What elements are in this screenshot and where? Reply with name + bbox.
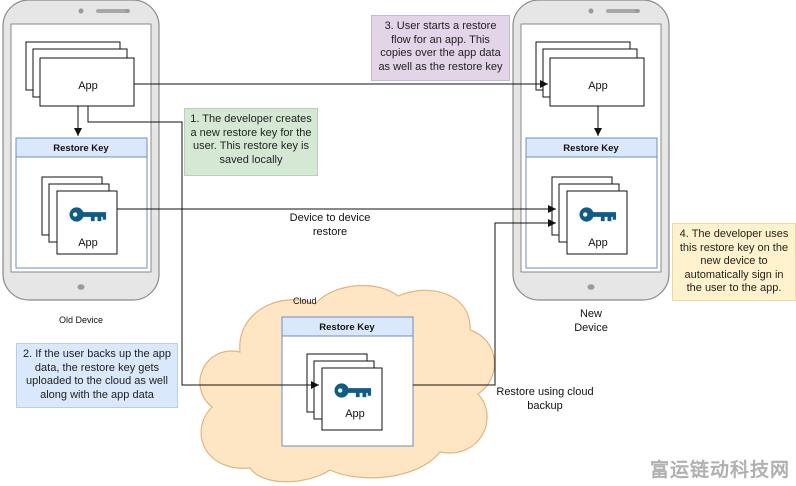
- edge-cloud-restore: [413, 219, 556, 386]
- old-restore-key-container: Restore Key App: [15, 137, 148, 269]
- old-restore-key-header: Restore Key: [53, 143, 109, 154]
- edge-backup-to-cloud: [87, 106, 319, 389]
- connectors: [74, 80, 602, 389]
- new-restore-key-header: Restore Key: [563, 143, 619, 154]
- note-step-3: 3. User starts a restore flow for an app…: [371, 15, 510, 81]
- new-app-label: App: [588, 80, 608, 92]
- new-device-label-line1: New: [580, 308, 602, 320]
- new-app-stack: App: [535, 41, 645, 107]
- edge-labels: Device to device restore Restore using c…: [290, 212, 608, 412]
- old-app-stack: App: [25, 41, 135, 107]
- cloud-restore-key-header: Restore Key: [319, 322, 375, 333]
- old-app-label: App: [78, 80, 98, 92]
- device-to-device-label-line1: Device to device: [290, 212, 371, 224]
- note-step-1: 1. The developer creates a new restore k…: [184, 108, 318, 176]
- old-key-app-label: App: [78, 237, 98, 249]
- old-device-label: Old Device: [59, 315, 103, 325]
- device-to-device-label-line2: restore: [313, 226, 347, 238]
- cloud-restore-label-line2: backup: [527, 400, 562, 412]
- cloud-restore-label-line1: Restore using cloud: [496, 386, 593, 398]
- cloud-key-app-label: App: [345, 408, 365, 420]
- watermark: 富运链动科技网: [649, 459, 790, 481]
- cloud-label: Cloud: [293, 296, 317, 306]
- new-restore-key-container: Restore Key App: [525, 137, 658, 269]
- note-step-2: 2. If the user backs up the app data, th…: [16, 343, 178, 408]
- note-step-4: 4. The developer uses this restore key o…: [672, 223, 796, 301]
- new-key-app-label: App: [588, 237, 608, 249]
- cloud-restore-key-container: Restore Key App: [281, 316, 414, 447]
- new-device-label-line2: Device: [574, 322, 608, 334]
